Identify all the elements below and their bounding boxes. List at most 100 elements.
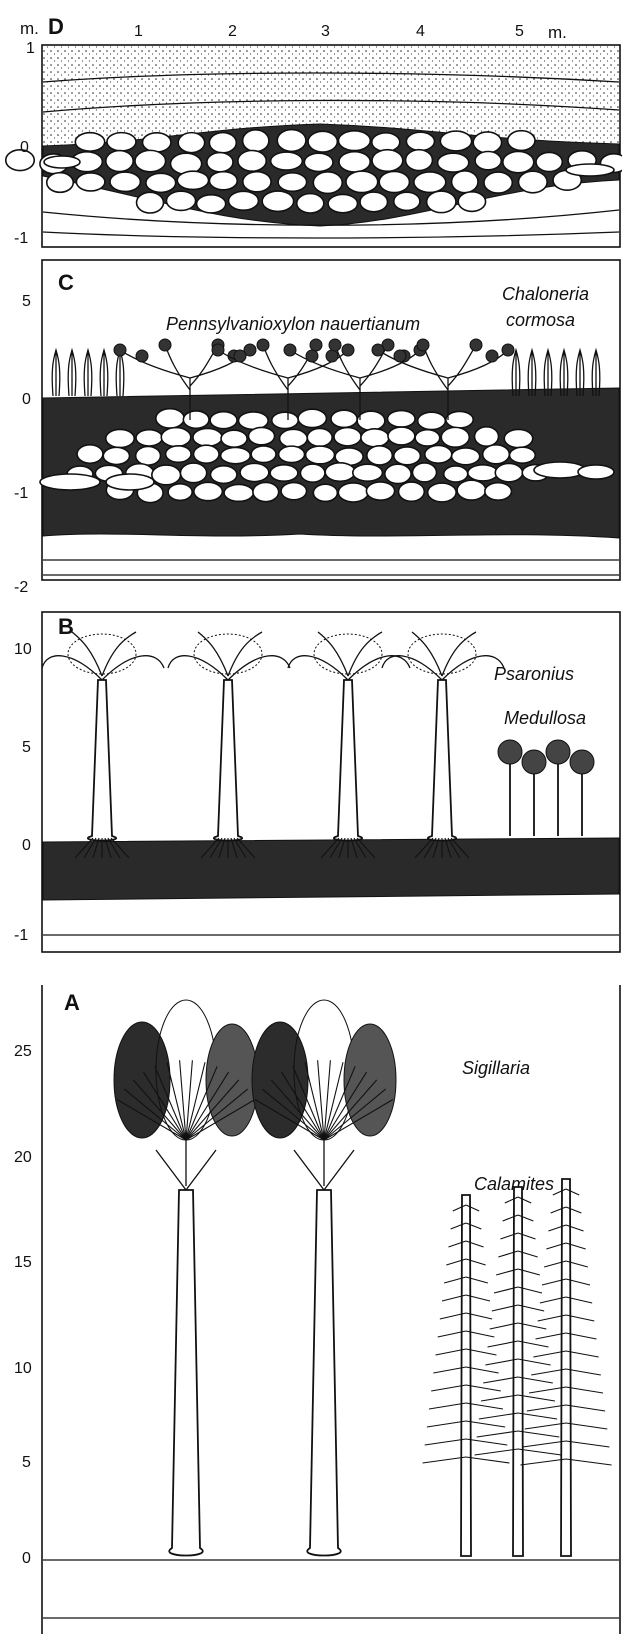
nodule [427, 191, 456, 213]
nodule [428, 483, 456, 502]
nodule [412, 463, 436, 482]
nodule [307, 428, 332, 446]
nodule [300, 464, 325, 482]
nodule [183, 411, 209, 428]
nodule [367, 446, 393, 465]
nodule [457, 480, 486, 500]
nodule [444, 466, 468, 482]
nodule [334, 428, 361, 446]
nodule [484, 172, 512, 193]
psaronius-trunk [334, 680, 362, 841]
species-sigillaria: Sigillaria [462, 1058, 530, 1078]
sigillaria-leaf-tuft [252, 1022, 308, 1138]
calamites-stem [513, 1187, 523, 1556]
nodule [468, 465, 498, 481]
chaloneria-stem [52, 350, 60, 396]
calamites-stem [461, 1195, 471, 1556]
y-tick-b-5: 5 [22, 739, 31, 756]
nodule [106, 474, 154, 490]
nodule [103, 447, 129, 464]
nodule [47, 173, 74, 193]
shrub-foliage [136, 350, 148, 362]
shrub-foliage [326, 350, 338, 362]
nodule [40, 474, 100, 490]
nodule [297, 194, 324, 213]
nodule [406, 132, 434, 150]
nodule [253, 482, 279, 501]
nodule [360, 192, 388, 212]
nodule [180, 463, 206, 483]
nodule [536, 152, 562, 171]
psaronius-crown [68, 634, 136, 674]
nodule [136, 446, 161, 465]
shrub-foliage [114, 344, 126, 356]
nodule [76, 173, 104, 191]
panel-a: A Sigillaria Calamites 25 20 15 10 5 0 [14, 985, 620, 1634]
nodule [425, 445, 452, 463]
nodule [209, 172, 237, 190]
nodule [270, 465, 298, 481]
nodule [210, 466, 236, 484]
shrub-foliage [470, 339, 482, 351]
medullosa-crown [522, 750, 546, 774]
nodule [458, 192, 485, 212]
medullosa-crown [570, 750, 594, 774]
nodule [388, 411, 416, 428]
nodule [272, 412, 298, 428]
nodule [366, 482, 394, 500]
nodule [308, 131, 337, 152]
shrub-foliage [257, 339, 269, 351]
shrub-foliage [394, 350, 406, 362]
nodule [106, 429, 134, 447]
psaronius-trees [42, 632, 504, 858]
psaronius-crown [314, 634, 382, 674]
species-chaloneria: Chaloneria [502, 284, 589, 304]
nodule [338, 131, 370, 151]
nodule [240, 463, 269, 481]
nodule [510, 447, 536, 463]
shrub-foliage [486, 350, 498, 362]
psaronius-crown [408, 634, 476, 674]
shrub-foliage [417, 339, 429, 351]
y-tick-a-25: 25 [14, 1043, 32, 1060]
nodule [110, 172, 140, 191]
bedding-line [43, 232, 619, 238]
y-tick-d-neg1: -1 [14, 230, 28, 247]
panel-letter-d: D [48, 14, 64, 39]
top-tick-4: 4 [416, 23, 425, 40]
nodule [136, 430, 162, 446]
nodule [325, 463, 355, 481]
nodule [483, 445, 510, 464]
nodule [178, 133, 204, 153]
sigillaria-branch [294, 1140, 354, 1190]
nodule [177, 171, 208, 189]
nodule [353, 464, 383, 481]
nodule [503, 151, 534, 172]
shrub-foliage [372, 344, 384, 356]
y-tick-c-0: 0 [22, 391, 31, 408]
medullosa-plants [498, 740, 594, 836]
nodule [452, 171, 478, 193]
nodule [418, 412, 446, 429]
nodule [399, 482, 425, 501]
psaronius-frond [382, 632, 504, 680]
nodule [495, 463, 522, 481]
sigillaria-leaf-tuft [114, 1022, 170, 1138]
nodule [475, 152, 501, 170]
nodule [440, 131, 471, 151]
nodule [438, 153, 469, 172]
nodule [194, 482, 223, 500]
psaronius-trunk [428, 680, 456, 841]
nodule [473, 132, 501, 153]
species-pennsylvanioxylon: Pennsylvanioxylon nauertianum [166, 314, 420, 334]
y-tick-b-neg1: -1 [14, 927, 28, 944]
panel-letter-a: A [64, 990, 80, 1015]
panel-b: B Psaronius Medullosa 10 5 0 -1 [14, 612, 620, 952]
nodule [346, 171, 378, 193]
psaronius-frond [42, 632, 164, 680]
nodule [339, 152, 370, 172]
nodule [304, 153, 333, 171]
nodule [248, 427, 274, 444]
nodule [385, 464, 411, 483]
y-tick-d-1: 1 [26, 40, 35, 57]
